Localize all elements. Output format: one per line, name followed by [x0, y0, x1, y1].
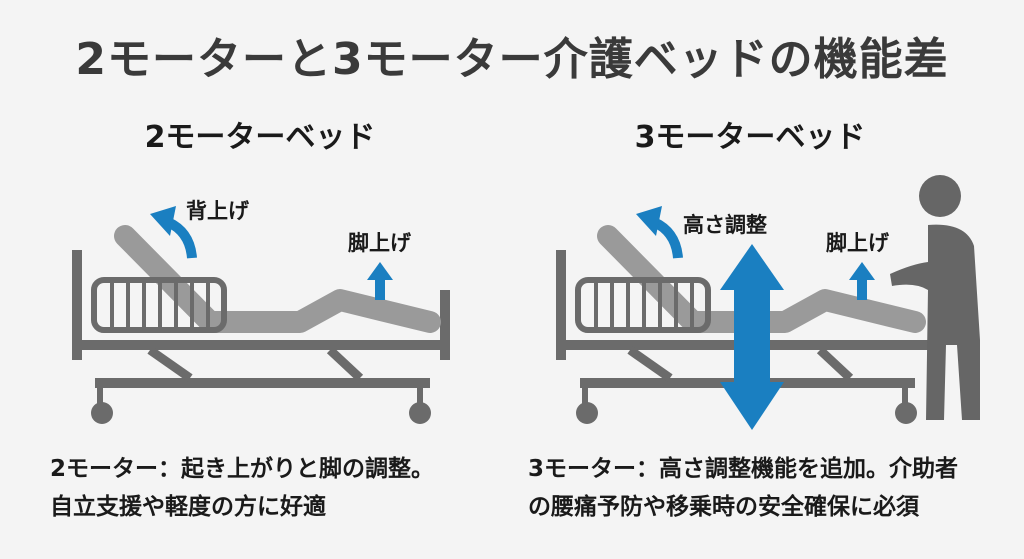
mattress	[114, 225, 441, 333]
caster-wheel	[895, 402, 917, 424]
bed-base	[95, 378, 430, 388]
page-title: 2モーターと3モーター介護ベッドの機能差	[75, 34, 949, 85]
side-rail	[91, 277, 227, 333]
caregiver-icon	[890, 175, 980, 420]
side-rail	[575, 277, 711, 333]
caster-wheel	[576, 402, 598, 424]
height-adjust-arrow	[734, 284, 770, 388]
back-raise-arrowhead	[636, 206, 662, 236]
headboard-post	[72, 250, 82, 360]
two-motor-description: 2モーター：起き上がりと脚の調整。 自立支援や軽度の方に好適	[50, 450, 434, 526]
scissor-leg	[147, 346, 193, 382]
scissor-leg	[627, 346, 673, 382]
leg-raise-arrow	[375, 278, 385, 300]
bed-frame-rail	[72, 340, 450, 350]
back-raise-arrowhead	[150, 206, 176, 236]
headboard-post	[556, 250, 566, 360]
right-panel-title: 3モーターベッド	[634, 120, 866, 155]
caster-wheel	[91, 402, 113, 424]
caster-wheel	[409, 402, 431, 424]
mattress	[597, 225, 926, 333]
leg-raise-arrowhead	[849, 262, 875, 280]
height-arrow-down-head	[720, 382, 784, 430]
three-motor-description: 3モーター：高さ調整機能を追加。介助者 の腰痛予防や移乗時の安全確保に必須	[528, 450, 958, 526]
leg-raise-arrowhead	[367, 262, 393, 280]
three-motor-description-line-2: の腰痛予防や移乗時の安全確保に必須	[528, 494, 919, 520]
height-arrow-up-head	[720, 244, 784, 290]
scissor-leg	[326, 346, 364, 382]
scissor-leg	[816, 346, 854, 382]
leg-raise-label: 脚上げ	[348, 231, 412, 255]
two-motor-bed-illustration: 背上げ 脚上げ	[72, 199, 450, 424]
three-motor-bed-illustration: 高さ調整 脚上げ	[556, 175, 980, 430]
leg-raise-label: 脚上げ	[826, 231, 890, 255]
footboard-post	[440, 290, 450, 360]
left-panel-title: 2モーターベッド	[144, 120, 376, 155]
two-motor-description-line-2: 自立支援や軽度の方に好適	[50, 494, 326, 520]
two-motor-description-line-1: 2モーター：起き上がりと脚の調整。	[50, 456, 435, 482]
back-raise-label: 背上げ	[186, 199, 250, 223]
leg-raise-arrow	[857, 278, 867, 300]
three-motor-description-line-1: 3モーター：高さ調整機能を追加。介助者	[528, 456, 959, 482]
height-adjust-label: 高さ調整	[683, 213, 767, 237]
